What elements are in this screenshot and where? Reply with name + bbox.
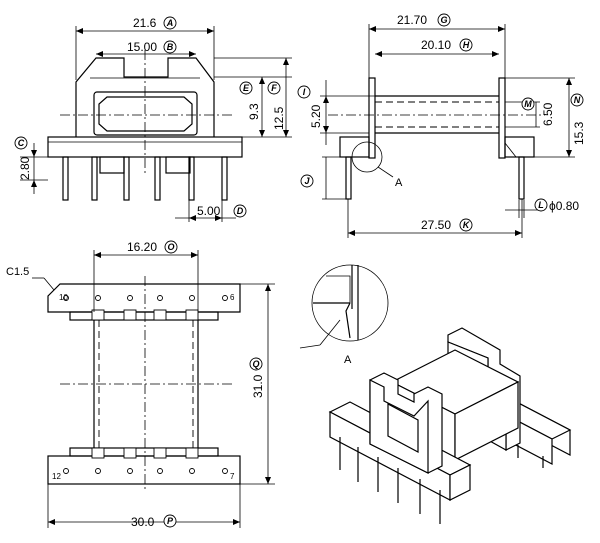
- dim-m-letter: M: [524, 99, 532, 109]
- front-view: [20, 26, 292, 222]
- dim-f-letter: F: [271, 83, 277, 93]
- pin-label-top-right: 6: [230, 293, 235, 302]
- dim-n-letter: N: [574, 95, 581, 105]
- detail-callout-label: A: [395, 177, 403, 189]
- dim-o-value: 16.20: [127, 240, 157, 254]
- dim-b-value: 15.00: [127, 40, 157, 54]
- dim-o-letter: O: [167, 242, 174, 252]
- top-view: [32, 250, 275, 528]
- chamfer-label: C1.5: [6, 266, 29, 278]
- dim-m-value: 6.50: [541, 102, 555, 126]
- dim-a-value: 21.6: [133, 16, 157, 30]
- dim-c-letter: C: [18, 138, 25, 148]
- dim-h-value: 20.10: [421, 38, 451, 52]
- pin-label-bottom-right: 7: [230, 472, 235, 481]
- dim-l-value: ϕ0.80: [549, 199, 579, 213]
- dim-j-letter: J: [304, 176, 310, 186]
- dim-p-letter: P: [167, 516, 174, 526]
- dim-c-value: 2.80: [18, 156, 32, 180]
- dim-k-value: 27.50: [421, 218, 451, 232]
- side-view: [320, 24, 575, 238]
- dim-g-letter: G: [440, 15, 447, 25]
- detail-a: [299, 264, 389, 349]
- dim-n-value: 15.3: [572, 121, 586, 145]
- dim-d-value: 5.00: [197, 204, 221, 218]
- isometric-view: [328, 327, 572, 524]
- dim-q-letter: Q: [252, 359, 259, 369]
- dim-b-letter: B: [167, 42, 174, 52]
- labels: 21.6 A 15.00 B C 2.80 5.00 D E 9.3 F 12.…: [6, 13, 586, 529]
- pin-holes: [63, 295, 228, 474]
- dim-k-letter: K: [463, 220, 471, 230]
- detail-view-label: A: [344, 354, 352, 366]
- dim-l-letter: L: [538, 200, 544, 210]
- dim-f-value: 12.5: [272, 106, 286, 130]
- dim-g-value: 21.70: [397, 13, 427, 27]
- dim-q-value: 31.0: [251, 374, 265, 398]
- dim-i-letter: I: [303, 87, 306, 97]
- dim-i-value: 5.20: [309, 104, 323, 128]
- pin-label-bottom-left: 12: [52, 472, 61, 481]
- dim-e-value: 9.3: [247, 103, 261, 120]
- front-pins: [62, 156, 228, 201]
- dim-h-letter: H: [463, 40, 470, 50]
- pin-label-top-left: 10: [59, 293, 68, 302]
- dim-e-letter: E: [243, 83, 250, 93]
- dim-a-letter: A: [166, 18, 174, 28]
- dim-d-letter: D: [237, 206, 244, 216]
- dim-p-value: 30.0: [131, 515, 155, 529]
